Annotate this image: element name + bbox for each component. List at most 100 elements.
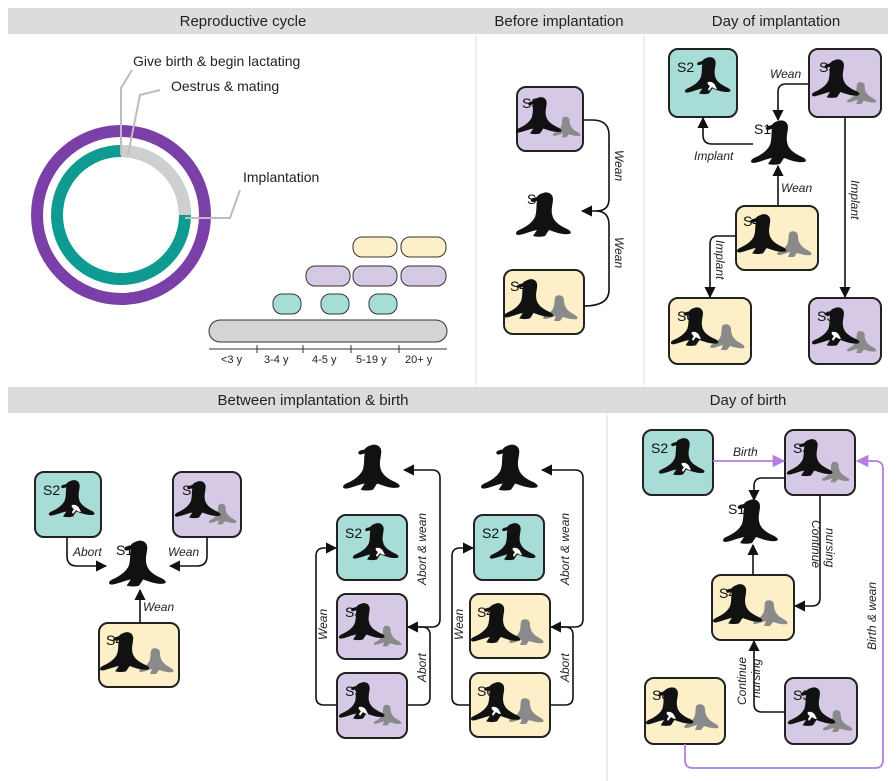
state-s1: S1	[516, 191, 571, 237]
state-box-s4: S4	[711, 574, 795, 641]
age-label: 3-4 y	[264, 354, 289, 366]
state-label: S1	[728, 501, 745, 517]
arrow-abort-wean	[540, 464, 584, 628]
state-box-s2: S2	[642, 429, 714, 496]
header-day-of-implantation: Day of implantation	[712, 13, 840, 30]
transition-label: nursing	[823, 528, 837, 568]
age-label: 5-19 y	[356, 354, 387, 366]
age-pill-lavender	[400, 265, 447, 287]
cycle-ring	[31, 125, 211, 305]
ring-grey-segment	[120, 145, 191, 216]
arrow-wean	[315, 542, 338, 706]
state-box-s6: S6	[469, 672, 551, 738]
age-pill-lavender	[352, 265, 398, 287]
label-implantation: Implantation	[243, 169, 319, 185]
transition-label: Continue	[735, 657, 749, 705]
state-label: S5	[345, 683, 362, 699]
state-s1: S1	[751, 120, 806, 165]
state-label: S6	[677, 308, 694, 324]
transition-label: Birth	[733, 445, 758, 459]
state-box-s3: S3	[808, 48, 882, 118]
seal-adult-icon	[343, 444, 400, 491]
state-box-s4: S4	[469, 593, 551, 659]
transition-label: Wean	[612, 237, 626, 268]
state-label: S3	[182, 482, 199, 498]
arrow-birth-wean	[684, 454, 884, 769]
arrow-wean	[580, 119, 610, 217]
state-label: S2	[651, 440, 668, 456]
age-label: 4-5 y	[312, 354, 337, 366]
state-label: S2	[482, 525, 499, 541]
transition-label: Wean	[143, 600, 174, 614]
transition-label: Wean	[452, 609, 466, 640]
age-label: 20+ y	[405, 354, 433, 366]
transition-label: Abort & wean	[415, 513, 429, 586]
state-label: S3	[819, 59, 836, 75]
label-oestrus: Oestrus & mating	[171, 78, 279, 94]
state-label: S4	[477, 604, 494, 620]
age-pill-yellow	[400, 236, 447, 258]
state-box-s3: S3	[336, 593, 408, 660]
state-box-s2: S2	[473, 514, 545, 581]
transition-label: Wean	[770, 67, 801, 81]
state-box-s2: S2	[34, 471, 102, 538]
state-label: S3	[793, 440, 810, 456]
seal-adult-icon	[481, 444, 538, 491]
age-pill-teal	[272, 293, 302, 315]
state-box-s4: S4	[98, 622, 180, 688]
birth-leader-line	[120, 69, 133, 155]
transition-label: Implant	[848, 180, 862, 220]
header-before-implantation: Before implantation	[494, 13, 623, 30]
state-box-s5: S5	[784, 677, 858, 745]
state-label: S5	[817, 308, 834, 324]
arrow-abort	[66, 537, 108, 572]
header-reproductive-cycle: Reproductive cycle	[180, 13, 307, 30]
state-label: S5	[793, 687, 810, 703]
state-label: S6	[652, 687, 669, 703]
bottom-header-bar	[8, 387, 888, 413]
state-label: S3	[345, 604, 362, 620]
age-label: <3 y	[221, 354, 243, 366]
state-box-s6: S6	[668, 297, 752, 365]
top-header-bar	[8, 8, 888, 34]
age-pill-lavender	[305, 265, 351, 287]
transition-label: Implant	[713, 240, 727, 280]
arrow-continue-nursing	[793, 495, 821, 612]
state-box-s5: S5	[336, 672, 408, 739]
arrow-abort-wean	[402, 464, 441, 628]
transition-label: Abort	[558, 653, 572, 683]
state-s1: S1	[109, 540, 166, 587]
transition-label: Wean	[316, 609, 330, 640]
state-label: S1	[527, 191, 544, 207]
state-label: S4	[106, 632, 123, 648]
state-label: S2	[345, 525, 362, 541]
state-box-s6: S6	[644, 677, 726, 745]
state-box-s3: S3	[172, 471, 242, 538]
state-s1: S1	[723, 499, 778, 544]
state-label: S1	[754, 121, 771, 137]
state-label: S4	[743, 213, 760, 229]
header-between-implantation-birth: Between implantation & birth	[218, 392, 409, 409]
header-day-of-birth: Day of birth	[710, 392, 787, 409]
arrow-implant	[704, 235, 736, 299]
transition-label: Implant	[694, 149, 734, 163]
oestrus-leader-line	[127, 89, 161, 156]
state-label: S6	[477, 683, 494, 699]
state-label: S3	[522, 95, 539, 111]
state-box-s2: S2	[668, 48, 738, 118]
arrow-continue-nursing	[748, 639, 785, 713]
transition-label: Continue	[809, 520, 823, 568]
state-label: S2	[677, 59, 694, 75]
arrow-wean	[583, 210, 610, 307]
implantation-leader-line	[185, 189, 241, 219]
age-pill-yellow	[352, 236, 398, 258]
state-box-s2: S2	[336, 514, 408, 581]
transition-label: Wean	[612, 150, 626, 181]
state-label: S4	[719, 585, 736, 601]
state-label: S1	[116, 542, 133, 558]
arrow-implant	[697, 116, 753, 145]
arrow-wean	[168, 537, 208, 572]
label-give-birth: Give birth & begin lactating	[133, 53, 300, 69]
state-label: S4	[510, 278, 527, 294]
state-label: S2	[43, 482, 60, 498]
